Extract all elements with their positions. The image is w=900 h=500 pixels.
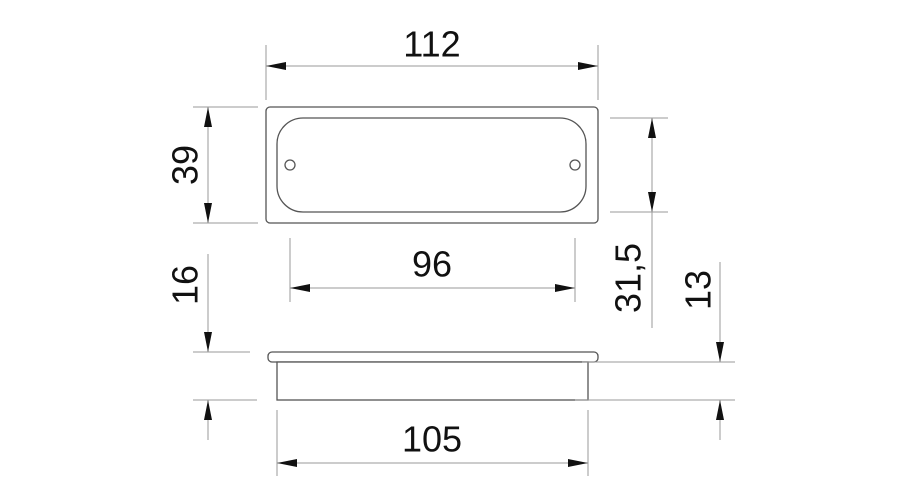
dimension-label: 96 bbox=[412, 244, 452, 285]
dimension-105: 105 bbox=[276, 410, 589, 476]
body bbox=[276, 361, 589, 401]
dimension-112: 112 bbox=[265, 24, 599, 100]
dimension-16: 16 bbox=[165, 254, 257, 440]
dimension-13: 13 bbox=[575, 262, 735, 440]
top-view bbox=[265, 106, 599, 224]
dimension-label: 112 bbox=[403, 24, 460, 65]
dimension-label: 13 bbox=[678, 270, 719, 310]
dimension-31-5: 31,5 bbox=[608, 117, 668, 328]
mounting-hole-right bbox=[569, 159, 581, 171]
inner-recess bbox=[276, 117, 587, 213]
dimension-label: 105 bbox=[402, 419, 462, 460]
mounting-hole-left bbox=[284, 159, 296, 171]
dimension-96: 96 bbox=[289, 238, 576, 302]
side-view bbox=[267, 351, 599, 401]
dimension-label: 39 bbox=[165, 145, 206, 185]
dimension-39: 39 bbox=[165, 106, 258, 224]
dimension-label: 31,5 bbox=[608, 243, 649, 313]
flange bbox=[267, 351, 599, 363]
dimension-label: 16 bbox=[165, 265, 206, 305]
